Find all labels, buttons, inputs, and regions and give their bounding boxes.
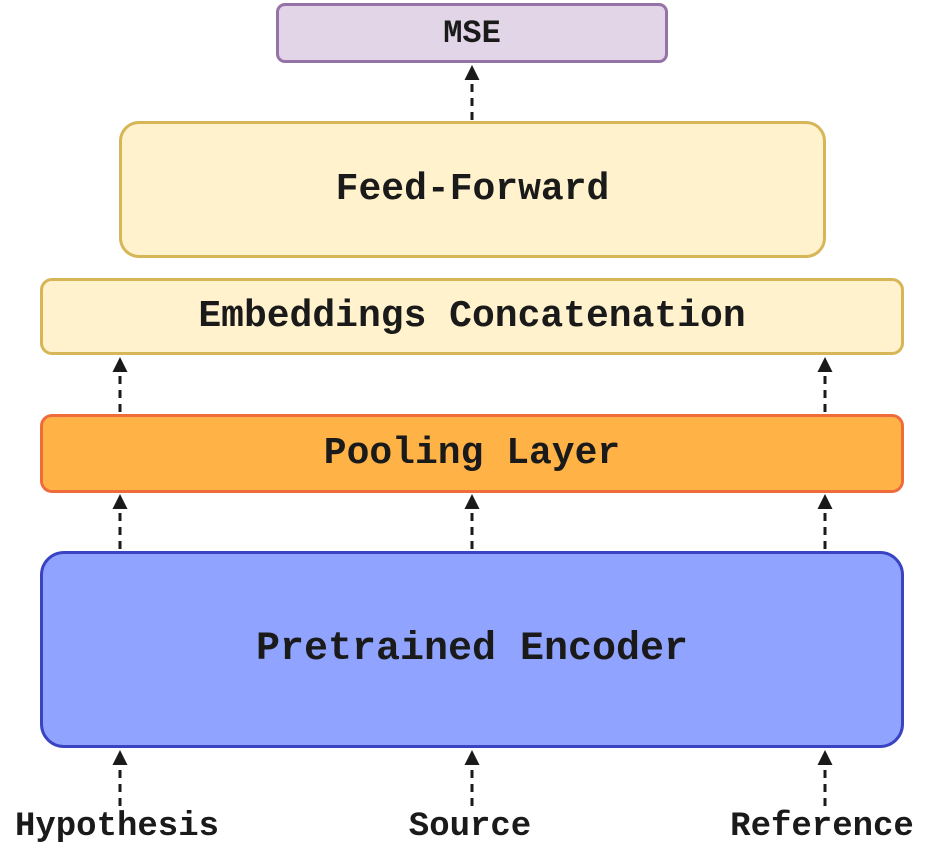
input-label-source: Source xyxy=(408,808,532,846)
mse-output-box: MSE xyxy=(276,3,668,63)
feed-forward-label: Feed-Forward xyxy=(335,168,610,211)
pretrained-encoder-label: Pretrained Encoder xyxy=(255,627,689,672)
feed-forward-box: Feed-Forward xyxy=(119,121,826,258)
input-label-reference: Reference xyxy=(730,808,914,846)
pooling-layer-box: Pooling Layer xyxy=(40,414,904,493)
mse-label: MSE xyxy=(443,14,501,52)
embeddings-concatenation-label: Embeddings Concatenation xyxy=(198,295,746,338)
pretrained-encoder-box: Pretrained Encoder xyxy=(40,551,904,748)
embeddings-concatenation-box: Embeddings Concatenation xyxy=(40,278,904,355)
input-label-hypothesis: Hypothesis xyxy=(14,808,220,846)
pooling-layer-label: Pooling Layer xyxy=(323,432,621,475)
